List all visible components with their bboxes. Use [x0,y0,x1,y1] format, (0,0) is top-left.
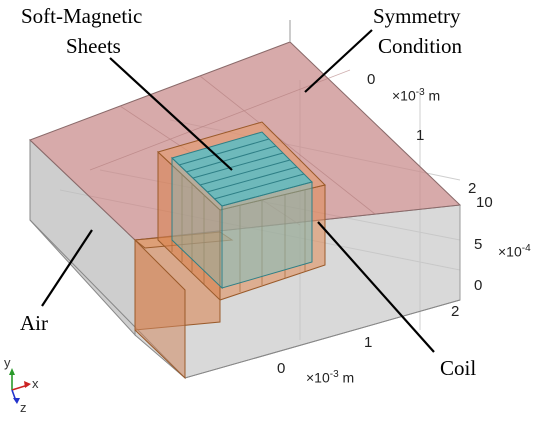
y-tick-0: 0 [367,71,376,88]
label-coil: Coil [440,356,477,380]
leader-coil [317,221,435,353]
x-axis-unit: ×10-3 m [306,369,355,386]
label-symmetry-line2: Condition [378,34,463,58]
z-tick-10: 10 [476,194,493,211]
y-axis-unit: ×10-3 m [392,87,441,104]
x-tick-0: 0 [277,360,286,377]
y-tick-2: 2 [468,180,477,197]
z-tick-5: 5 [474,236,483,253]
leader-air [41,229,93,307]
triad-z-label: z [20,400,27,415]
triad-x-label: x [32,376,39,391]
z-axis-unit: ×10-4 [498,243,531,260]
z-tick-0: 0 [474,277,483,294]
coil-front-slab-side [134,238,186,380]
label-soft-magnetic-line2: Sheets [66,34,121,58]
leader-symmetry [304,29,373,93]
label-soft-magnetic-line1: Soft-Magnetic [21,4,143,28]
label-symmetry-line1: Symmetry [373,4,461,28]
y-tick-1: 1 [416,127,425,144]
triad-y-label: y [4,355,11,370]
leader-sheets [109,57,233,171]
x-tick-2: 2 [451,303,460,320]
leader-lines [41,29,435,353]
axis-triad [9,368,31,404]
label-air: Air [20,311,48,335]
x-tick-1: 1 [364,334,373,351]
